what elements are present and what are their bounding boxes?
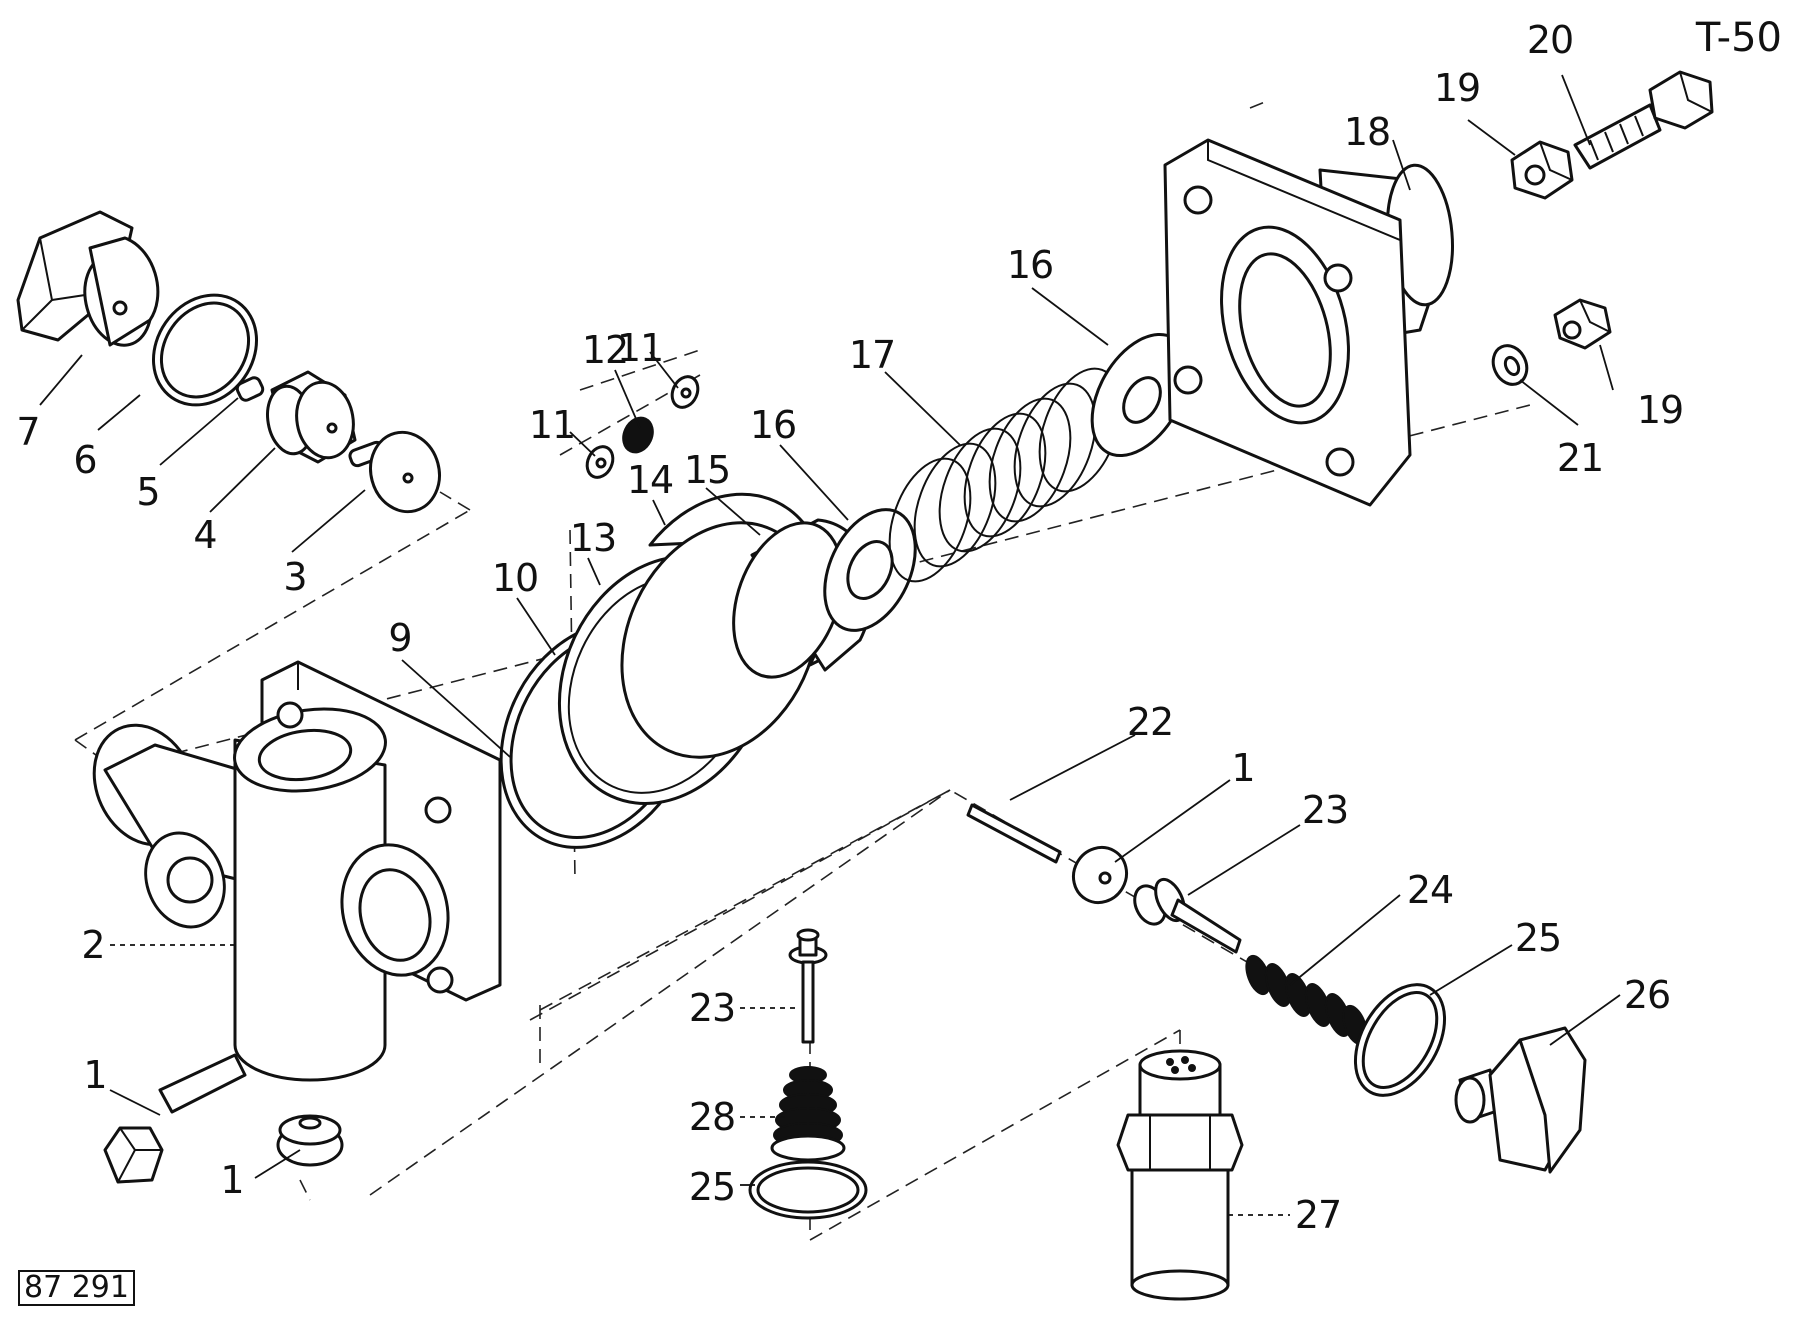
part-26-screw-plug	[1454, 1026, 1587, 1174]
callout-1-lower: 1	[220, 1158, 244, 1202]
callout-16-mid: 16	[749, 403, 797, 447]
callout-6: 5	[136, 470, 160, 514]
callout-16-right: 16	[1006, 243, 1054, 287]
part-25-seal-ring-right	[1353, 983, 1447, 1097]
part-18-cover	[1163, 138, 1454, 507]
callout-28: 28	[688, 1095, 736, 1139]
callout-8: 7	[16, 410, 40, 454]
drawing-number: 87 291	[18, 1270, 135, 1306]
part-16-spring-plate-mid	[823, 508, 917, 632]
part-5-piston	[266, 370, 357, 464]
part-23-valve-right	[1133, 877, 1242, 954]
callout-23-center: 23	[688, 986, 736, 1030]
callout-11-upper: 11	[616, 326, 664, 370]
part-19-hex-nut-upper	[1510, 140, 1574, 200]
part-28-spring	[770, 1066, 846, 1162]
callout-23-right: 23	[1301, 788, 1349, 832]
callout-20: 20	[1526, 18, 1574, 62]
part-1-washer-lower	[276, 1114, 344, 1167]
callout-7: 6	[73, 438, 97, 482]
callout-18: 18	[1343, 110, 1391, 154]
callout-12: 12	[581, 328, 629, 372]
part-27-valve-insert	[1116, 1049, 1244, 1301]
callout-15: 15	[683, 448, 731, 492]
callout-4: 3	[283, 555, 307, 599]
part-7-seal-ring	[151, 293, 259, 407]
callout-5: 4	[193, 513, 217, 557]
part-14-15-diaphragm-piston	[620, 492, 874, 759]
callout-19-lower: 19	[1636, 388, 1684, 432]
sheet-code: T-50	[1695, 15, 1782, 61]
leader-lines	[39, 74, 1621, 1216]
part-11-washer-upper	[670, 375, 700, 409]
callout-25-right: 25	[1514, 916, 1562, 960]
part-1-washer-upper	[1071, 845, 1129, 905]
part-21-spring-washer	[1491, 344, 1529, 386]
callout-10: 10	[491, 556, 539, 600]
callout-11-lower: 11	[528, 403, 576, 447]
part-24-spring	[1245, 954, 1368, 1046]
part-22-pin	[966, 803, 1062, 864]
callout-24: 24	[1406, 868, 1454, 912]
callout-21: 21	[1556, 436, 1604, 480]
part-4-valve-disc	[348, 430, 441, 514]
part-3-valve-housing	[92, 660, 502, 1082]
part-17-compression-spring	[888, 367, 1122, 583]
callout-25-center: 25	[688, 1165, 736, 1209]
callout-2: 1	[83, 1053, 107, 1097]
part-2-hex-bolt	[103, 1053, 247, 1184]
part-19-hex-nut-lower	[1553, 298, 1612, 350]
callout-14: 14	[626, 458, 674, 502]
part-6-pin	[235, 376, 265, 402]
callout-17: 17	[848, 333, 896, 377]
callout-13: 13	[569, 516, 617, 560]
callout-22: 22	[1126, 700, 1174, 744]
callout-19-upper: 19	[1433, 66, 1481, 110]
callout-9: 9	[388, 616, 412, 660]
part-23-valve-center	[788, 928, 828, 1044]
callout-3: 2	[81, 923, 105, 967]
part-25-seal-ring-center	[748, 1160, 868, 1220]
part-12-seal	[622, 416, 654, 454]
part-20-adjusting-screw	[1573, 70, 1714, 170]
part-8-screw-plug	[16, 210, 160, 347]
callout-27: 27	[1294, 1193, 1342, 1237]
callout-1-upper: 1	[1231, 746, 1255, 790]
callout-26: 26	[1623, 973, 1671, 1017]
